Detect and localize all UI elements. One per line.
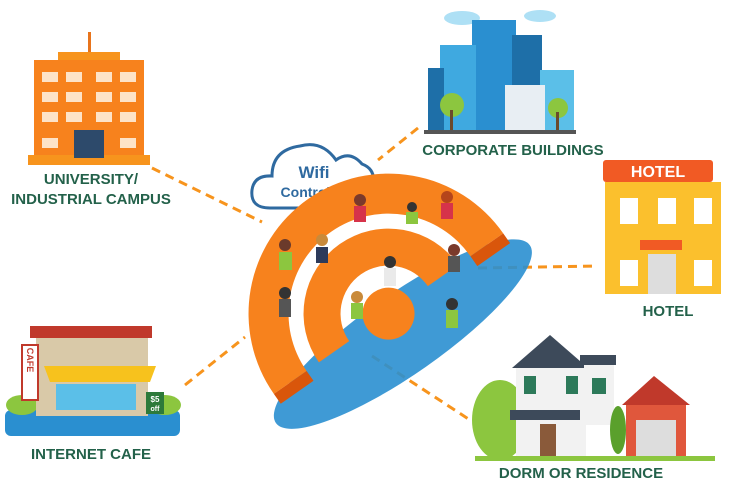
cafe-sign: CAFE bbox=[25, 348, 35, 373]
label-dorm: DORM OR RESIDENCE bbox=[498, 465, 664, 482]
hotel-sign: HOTEL bbox=[631, 164, 685, 181]
discount-sign-text: off bbox=[151, 406, 161, 413]
dorm-residence-illustration bbox=[472, 335, 715, 461]
controller-title: Wifi bbox=[298, 163, 329, 182]
label-university: UNIVERSITY/ INDUSTRIAL CAMPUS bbox=[0, 170, 182, 210]
wifi-symbol-with-people bbox=[248, 173, 532, 429]
university-building-illustration bbox=[28, 32, 150, 165]
internet-cafe-illustration: CAFE $5 off bbox=[5, 326, 181, 436]
corporate-buildings-illustration bbox=[424, 10, 576, 134]
label-internet-cafe: INTERNET CAFE bbox=[31, 446, 151, 463]
label-university-line2: INDUSTRIAL CAMPUS bbox=[11, 191, 171, 208]
label-corporate: CORPORATE BUILDINGS bbox=[422, 142, 604, 159]
label-hotel: HOTEL bbox=[642, 303, 694, 320]
people-icons bbox=[279, 191, 460, 328]
hotel-illustration: HOTEL bbox=[603, 160, 721, 294]
label-university-line1: UNIVERSITY/ bbox=[43, 171, 139, 188]
discount-sign-amount: $5 bbox=[151, 395, 160, 404]
